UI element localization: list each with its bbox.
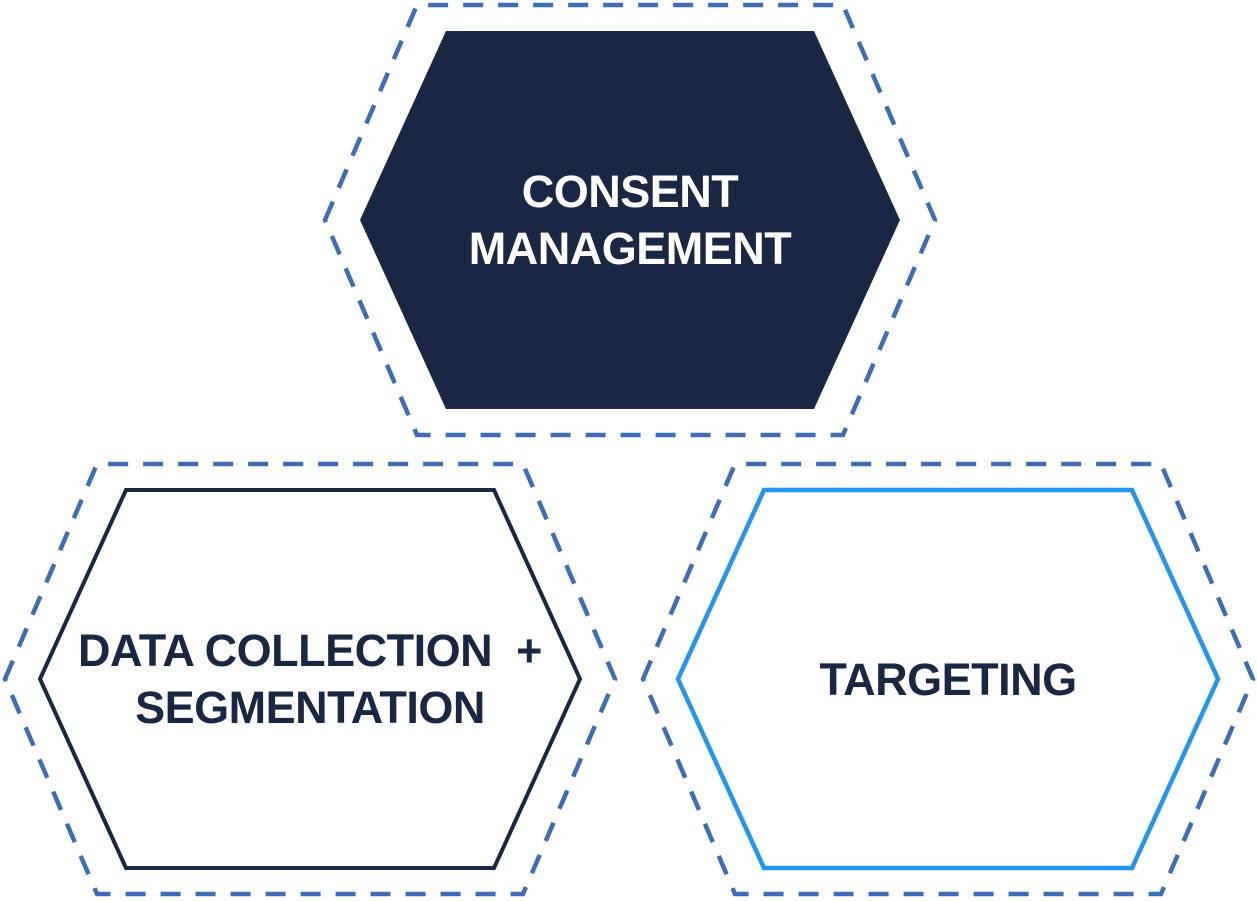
consent-management-hexagon-shape — [360, 31, 900, 409]
hexagon-data-collection-segmentation: DATA COLLECTION + SEGMENTATION — [2, 461, 618, 897]
consent-management-dashed-border — [322, 2, 938, 438]
targeting-dashed-border — [640, 461, 1256, 897]
hexagon-targeting: TARGETING — [640, 461, 1256, 897]
data-collection-hexagon-shape — [37, 488, 583, 870]
targeting-hexagon-shape — [675, 487, 1221, 871]
hexagon-consent-management: CONSENT MANAGEMENT — [322, 2, 938, 438]
data-collection-dashed-border — [2, 461, 618, 897]
